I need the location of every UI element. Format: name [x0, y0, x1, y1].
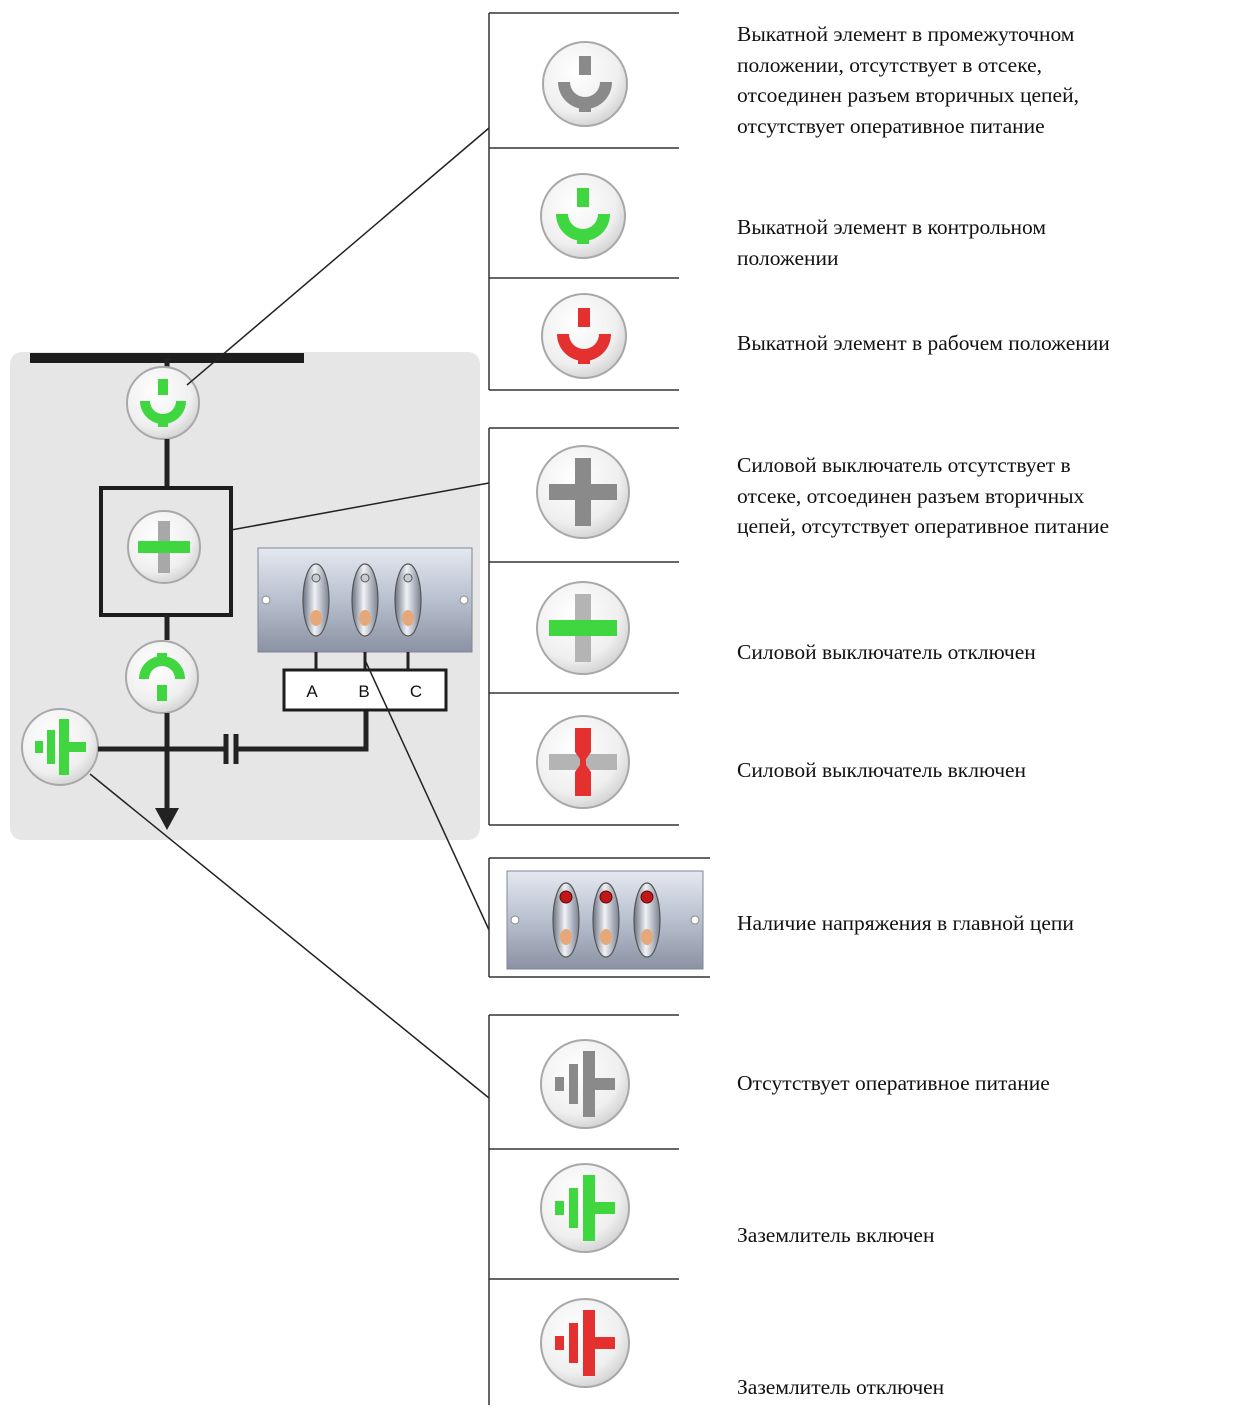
legend-line: Выкатной элемент в промежуточном	[737, 22, 1075, 46]
breaker-green-icon	[536, 581, 630, 675]
cell-panel-background	[10, 352, 480, 840]
truck-red-icon	[541, 293, 627, 379]
legend-line: Силовой выключатель отключен	[737, 640, 1036, 664]
legend-text-breaker-closed: Силовой выключатель включен	[737, 755, 1249, 786]
legend-group-voltage	[488, 857, 710, 978]
capacitor-wire	[238, 710, 369, 752]
voltage-indicator-panel	[257, 547, 473, 653]
legend-text-truck-service: Выкатной элемент в рабочем положении	[737, 328, 1249, 359]
legend-line: отсеке, отсоединен разъем вторичных	[737, 483, 1085, 508]
legend-text-no-aux-power: Отсутствует оперативное питание	[737, 1068, 1249, 1099]
upper-truck-green-icon	[126, 366, 200, 440]
legend-line: положении	[737, 245, 839, 270]
legend-line: Заземлитель отключен	[737, 1375, 945, 1399]
earth-green-icon	[540, 1163, 630, 1253]
legend-line: Отсутствует оперативное питание	[737, 1071, 1050, 1095]
leader-truck	[186, 127, 490, 386]
truck-gray-icon	[542, 41, 628, 127]
legend-line: цепей, отсутствует оперативное питание	[737, 514, 1110, 538]
legend-line: отсоединен разъем вторичных цепей,	[737, 83, 1079, 107]
legend-line: Силовой выключатель включен	[737, 758, 1027, 782]
voltage-indicator-icon	[506, 870, 704, 970]
legend-line: Наличие напряжения в главной цепи	[737, 911, 1074, 935]
lower-truck-green-icon	[125, 640, 199, 714]
truck-green-icon	[540, 173, 626, 259]
legend-text-truck-test: Выкатной элемент в контрольном положении	[737, 212, 1249, 273]
phase-label-a: A	[306, 682, 318, 701]
leader-breaker	[230, 482, 490, 531]
breaker-green-icon	[127, 510, 201, 584]
phase-label-box	[282, 668, 448, 712]
feeder-arrow	[155, 808, 179, 830]
legend-text-voltage-present: Наличие напряжения в главной цепи	[737, 908, 1249, 939]
phase-label-c: C	[410, 682, 422, 701]
legend-line: Силовой выключатель отсутствует в	[737, 453, 1071, 477]
leader-earth	[89, 773, 490, 1099]
legend-line: Заземлитель включен	[737, 1223, 935, 1247]
legend-text-truck-intermediate: Выкатной элемент в промежуточном положен…	[737, 19, 1249, 141]
legend-line: положении, отсутствует в отсеке,	[737, 52, 1043, 77]
earth-gray-icon	[540, 1039, 630, 1129]
phase-label-b: B	[358, 682, 369, 701]
breaker-red-icon	[536, 715, 630, 809]
legend-text-earth-off: Заземлитель отключен	[737, 1372, 1249, 1403]
breaker-gray-icon	[536, 445, 630, 539]
leader-indicator	[364, 659, 490, 931]
legend-line: Выкатной элемент в контрольном	[737, 215, 1046, 239]
legend-line: отсутствует оперативное питание	[737, 113, 1045, 138]
earth-red-icon	[540, 1298, 630, 1388]
legend-text-earth-on: Заземлитель включен	[737, 1220, 1249, 1251]
legend-text-breaker-absent: Силовой выключатель отсутствует в отсеке…	[737, 450, 1249, 542]
legend-group-breaker	[488, 427, 679, 826]
legend-text-breaker-open: Силовой выключатель отключен	[737, 637, 1249, 668]
legend-line: Выкатной элемент в рабочем положении	[737, 331, 1110, 355]
earth-switch-green-icon	[21, 708, 99, 786]
legend-group-earth	[488, 1014, 679, 1405]
